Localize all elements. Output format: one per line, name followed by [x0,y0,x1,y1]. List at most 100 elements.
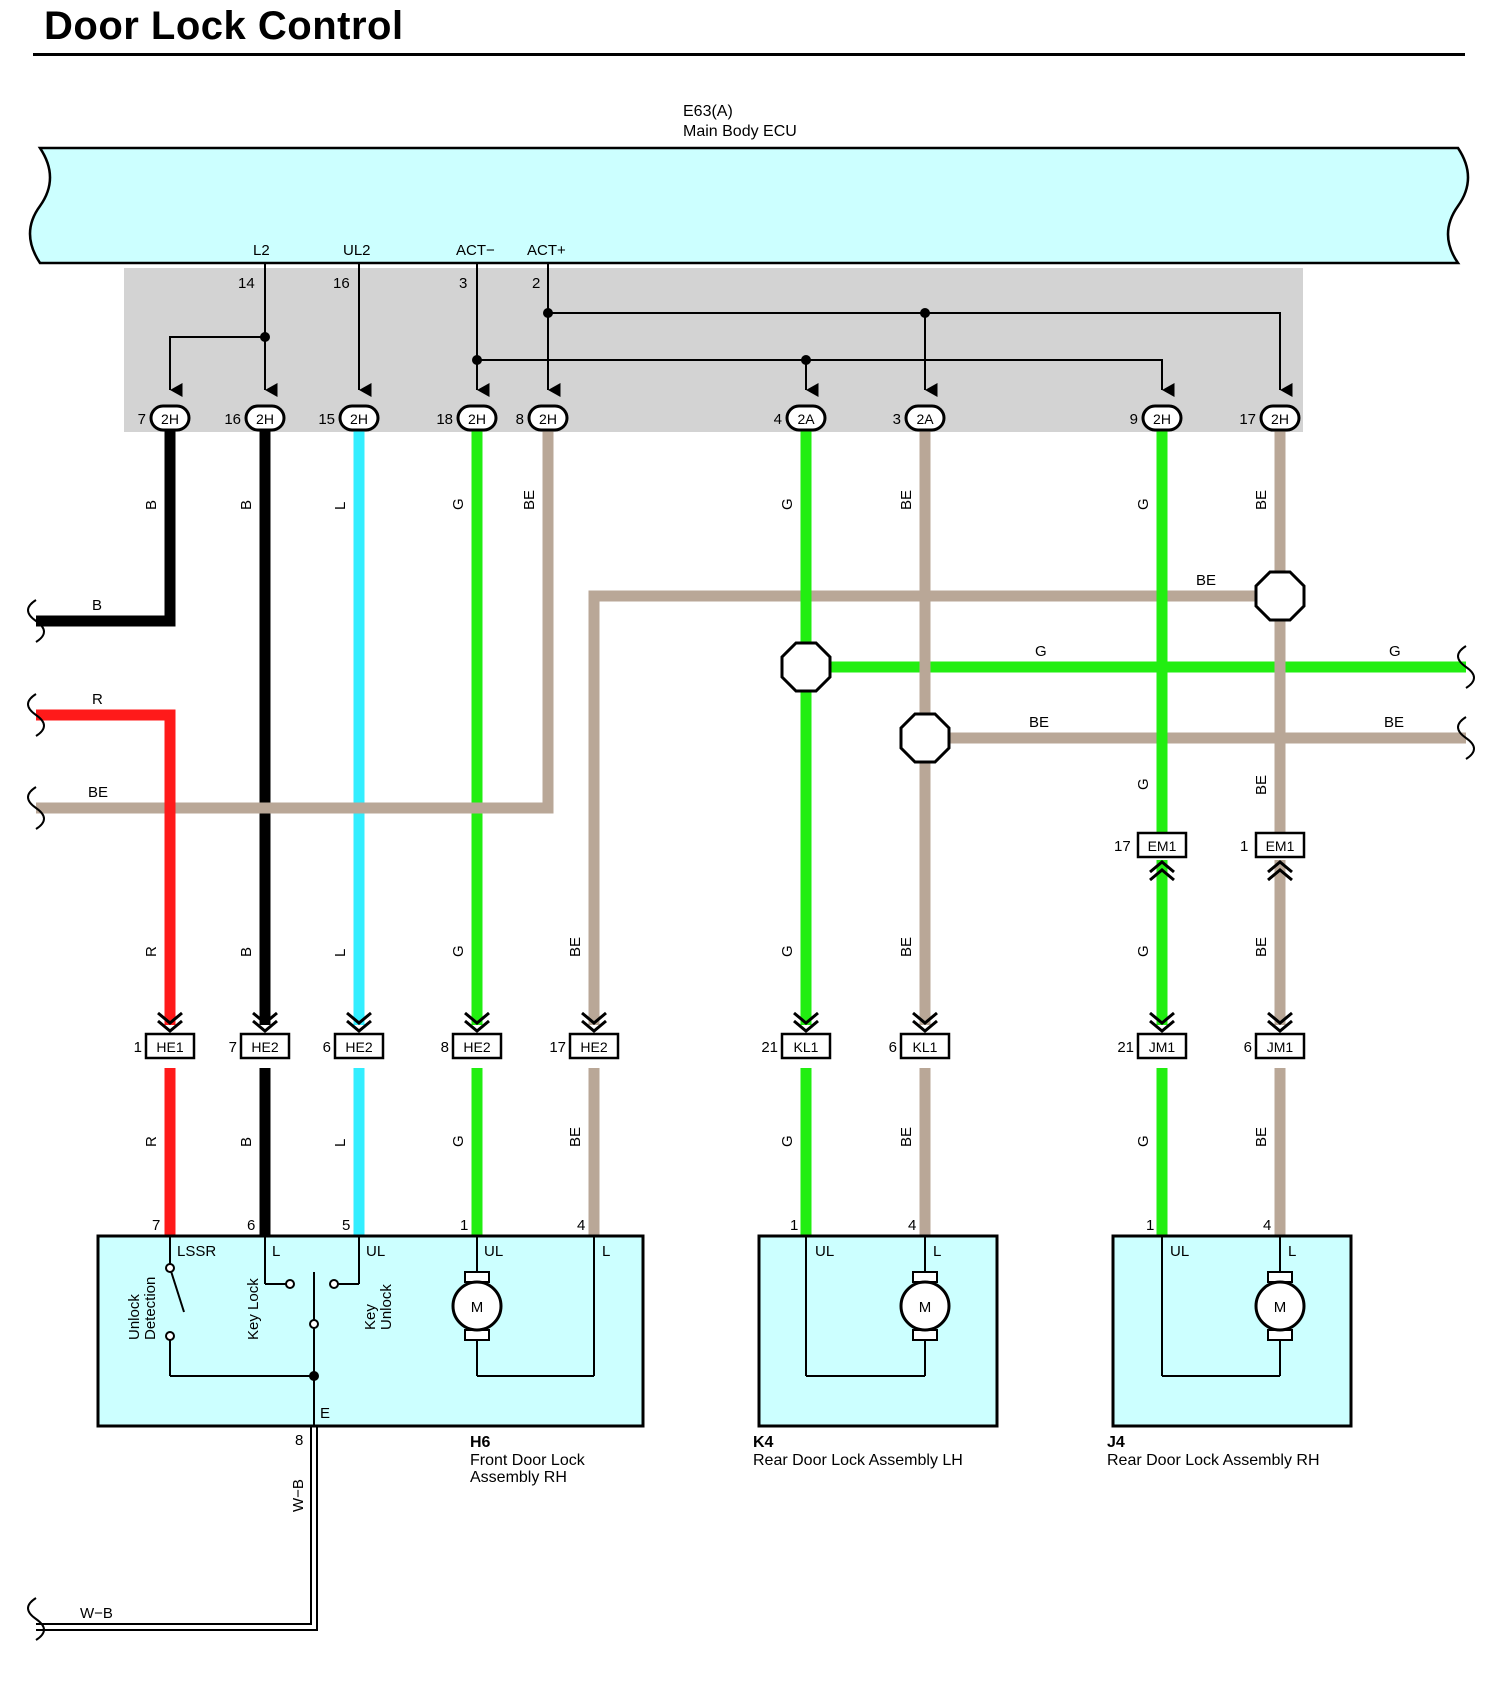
junction-code: 2H [539,411,557,427]
j4-pin-1: 1 [1146,1217,1154,1234]
wire-label: B [238,500,255,510]
wire-label: G [1135,498,1152,510]
junction-code: 2H [468,411,486,427]
em1-pin-1: 17 [1114,838,1131,855]
junction-pin: 15 [318,411,335,428]
wire-label: R [92,691,103,708]
page-title: Door Lock Control [44,4,404,48]
wire-label: B [238,947,255,957]
wire-label: L [332,1139,349,1147]
wire-be-bus [588,590,1280,1025]
inline-code: HE2 [251,1039,278,1055]
junction-pill [527,404,569,432]
h6-term-L2: L [602,1243,610,1260]
j4-term-L: L [1288,1243,1296,1260]
wire-label: BE [898,490,915,510]
wire-label: B [143,500,160,510]
k4-term-L: L [933,1243,941,1260]
h6-ground-pin: 8 [295,1432,303,1449]
junction-code: 2H [256,411,274,427]
wire-label: BE [1196,572,1216,589]
junction-pill [1141,404,1183,432]
j4-code: J4 [1107,1434,1125,1451]
ecu-pin-2: 2 [532,275,540,292]
wire-label: BE [1029,714,1049,731]
junction-code: 2H [1153,411,1171,427]
junction-pill [456,404,498,432]
junction-pin: 16 [224,411,241,428]
junction-pill [244,404,286,432]
h6-switch1-l2: Detection [142,1277,159,1340]
inline-code: HE2 [463,1039,490,1055]
wire-label: G [1135,778,1152,790]
wire-label: G [1135,1135,1152,1147]
h6-term-LSSR: LSSR [177,1243,216,1260]
wire-label: BE [898,1127,915,1147]
ecu-term-L2: L2 [253,242,270,259]
wire-label: W−B [290,1479,307,1512]
wires [36,428,1466,1236]
junction-pin: 9 [1130,411,1138,428]
wire-label: BE [567,1127,584,1147]
wire-label: G [779,1135,796,1147]
j4-body [1111,1234,1353,1428]
h6-switch1-l1: Unlock [126,1294,143,1340]
junction-pin: 17 [1239,411,1256,428]
wire-breaks [27,599,1475,1641]
j4-motor-label: M [1274,1299,1287,1316]
inline-pin: 6 [323,1039,331,1056]
h6-body [96,1234,645,1428]
wire-be-left [36,428,554,814]
ecu-term-ACTm: ACT− [456,242,495,259]
em1-connectors: EM1 17 EM1 1 [1114,831,1306,882]
inline-connector: HE2 6 [323,1011,385,1060]
k4-pin-1: 1 [790,1217,798,1234]
junction-block [124,268,1303,432]
inline-code: HE2 [345,1039,372,1055]
wire-label: G [1135,945,1152,957]
wire-label: BE [1253,490,1270,510]
wire-label: BE [567,937,584,957]
k4-name: Rear Door Lock Assembly LH [753,1452,963,1469]
ecu-term-UL2: UL2 [343,242,371,259]
wire-label: G [450,945,467,957]
wire-label: R [143,1136,160,1147]
wire-wb [36,1375,318,1631]
wire-label: G [450,1135,467,1147]
wire-label: BE [1384,714,1404,731]
h6-pin-7: 7 [152,1217,160,1234]
junction-pin: 4 [774,411,782,428]
em1-code-1: EM1 [1148,838,1177,854]
wire-label: G [779,945,796,957]
j4-pin-4: 4 [1263,1217,1271,1234]
h6-pin-5: 5 [342,1217,350,1234]
k4-pin-4: 4 [908,1217,916,1234]
inline-pin: 6 [889,1039,897,1056]
h6-switch3-l2: Unlock [378,1284,395,1330]
inline-pin: 17 [549,1039,566,1056]
h6-pin-4: 4 [577,1217,585,1234]
ecu-body [28,146,1470,265]
junction-code: 2H [1271,411,1289,427]
junction-pin: 18 [436,411,453,428]
j4-name: Rear Door Lock Assembly RH [1107,1452,1320,1469]
h6-term-L: L [272,1243,280,1260]
inline-code: HE1 [156,1039,183,1055]
junction-pill [149,404,191,432]
ecu-pin-3: 3 [459,275,467,292]
ecu-pin-16: 16 [333,275,350,292]
wire-label: BE [1253,1127,1270,1147]
h6-switch2: Key Lock [245,1278,262,1340]
inline-code: JM1 [1267,1039,1294,1055]
splice-be-top [1254,570,1306,622]
h6-name-1: Front Door Lock [470,1452,586,1469]
wire-label: G [779,498,796,510]
